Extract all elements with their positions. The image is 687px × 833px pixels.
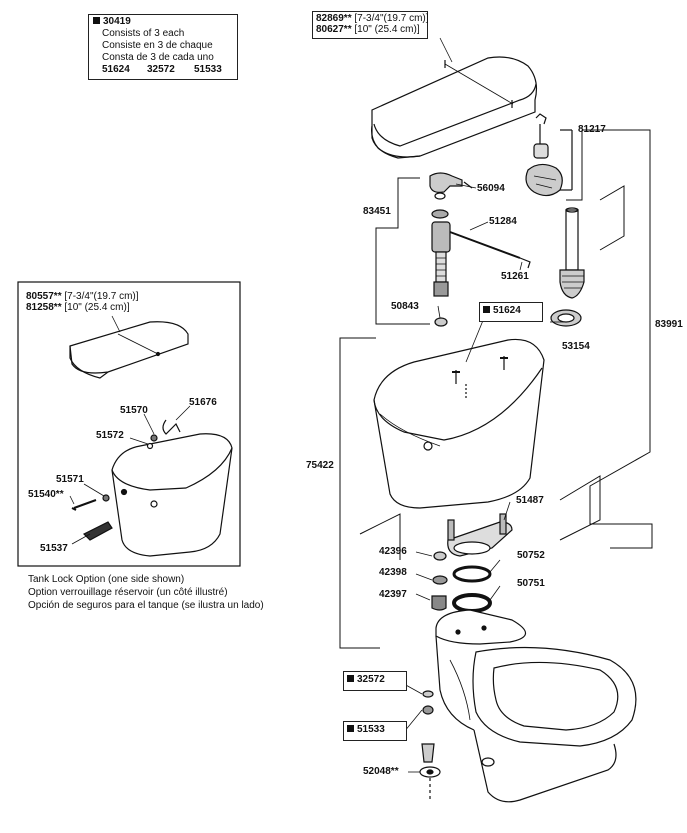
label-56094: 56094 xyxy=(477,183,505,194)
label-51284: 51284 xyxy=(489,216,517,227)
label-50843: 50843 xyxy=(391,301,419,312)
kit-box xyxy=(88,14,238,80)
fill-valve xyxy=(431,209,531,327)
bracket-83991 xyxy=(589,129,653,549)
bracket-83451 xyxy=(375,177,430,325)
tank-body xyxy=(373,338,545,509)
label-51261: 51261 xyxy=(501,271,529,282)
inset-caption-es: Opción de seguros para el tanque (se ilu… xyxy=(28,600,264,611)
kit-part-3: 51533 xyxy=(194,64,222,75)
main-lid-line1: 82869** [7-3/4"(19.7 cm)] xyxy=(316,13,429,24)
trip-handle xyxy=(429,172,473,200)
label-53154: 53154 xyxy=(562,341,590,352)
label-51533: 51533 xyxy=(347,724,385,736)
label-50752: 50752 xyxy=(517,550,545,561)
bracket-75422 xyxy=(339,337,380,649)
label-75422: 75422 xyxy=(306,460,334,471)
kit-part-1: 51624 xyxy=(102,64,130,75)
inset-lid-line2: 81258** [10" (25.4 cm)] xyxy=(26,302,130,313)
label-81217: 81217 xyxy=(578,124,606,135)
label-51572: 51572 xyxy=(96,430,124,441)
inset-leader-lines xyxy=(69,405,191,545)
label-51537: 51537 xyxy=(40,543,68,554)
label-50751: 50751 xyxy=(517,578,545,589)
tank-bowl-hardware xyxy=(431,513,513,613)
label-51487: 51487 xyxy=(516,495,544,506)
label-83991: 83991 xyxy=(655,319,683,330)
label-42397: 42397 xyxy=(379,589,407,600)
leader-lines xyxy=(403,183,566,773)
flush-valve xyxy=(550,207,585,327)
label-32572-box xyxy=(343,671,407,691)
label-42398: 42398 xyxy=(379,567,407,578)
label-32572: 32572 xyxy=(347,674,385,686)
label-51571: 51571 xyxy=(56,474,84,485)
main-lid-box xyxy=(312,11,428,39)
kit-line-fr: Consiste en 3 de chaque xyxy=(102,40,213,51)
kit-line-en: Consists of 3 each xyxy=(102,28,185,39)
inset-caption-en: Tank Lock Option (one side shown) xyxy=(28,574,185,585)
label-51676: 51676 xyxy=(189,397,217,408)
label-51624-box xyxy=(479,302,543,322)
main-lid-line2: 80627** [10" (25.4 cm)] xyxy=(316,24,420,35)
floor-bolt-parts xyxy=(419,690,441,800)
toilet-bowl xyxy=(435,609,637,803)
label-52048: 52048** xyxy=(363,766,399,777)
inset-frame xyxy=(17,281,241,567)
inset-tank-lid xyxy=(69,315,189,379)
inset-caption-fr: Option verrouillage réservoir (un côté i… xyxy=(28,587,228,598)
label-51624: 51624 xyxy=(483,305,521,317)
label-51533-box xyxy=(343,721,407,741)
kit-part-2: 32572 xyxy=(147,64,175,75)
label-83451: 83451 xyxy=(363,206,391,217)
bracket-75422-right xyxy=(599,185,625,251)
label-51540: 51540** xyxy=(28,489,64,500)
flapper-assembly xyxy=(525,113,573,197)
inset-lid-line1: 80557** [7-3/4"(19.7 cm)] xyxy=(26,291,139,302)
bracket-81217 xyxy=(566,129,614,201)
kit-number: 30419 xyxy=(93,16,131,28)
kit-line-es: Consta de 3 de cada uno xyxy=(102,52,214,63)
inset-tank xyxy=(71,419,233,557)
main-tank-lid xyxy=(371,37,538,159)
label-51570: 51570 xyxy=(120,405,148,416)
label-42396: 42396 xyxy=(379,546,407,557)
